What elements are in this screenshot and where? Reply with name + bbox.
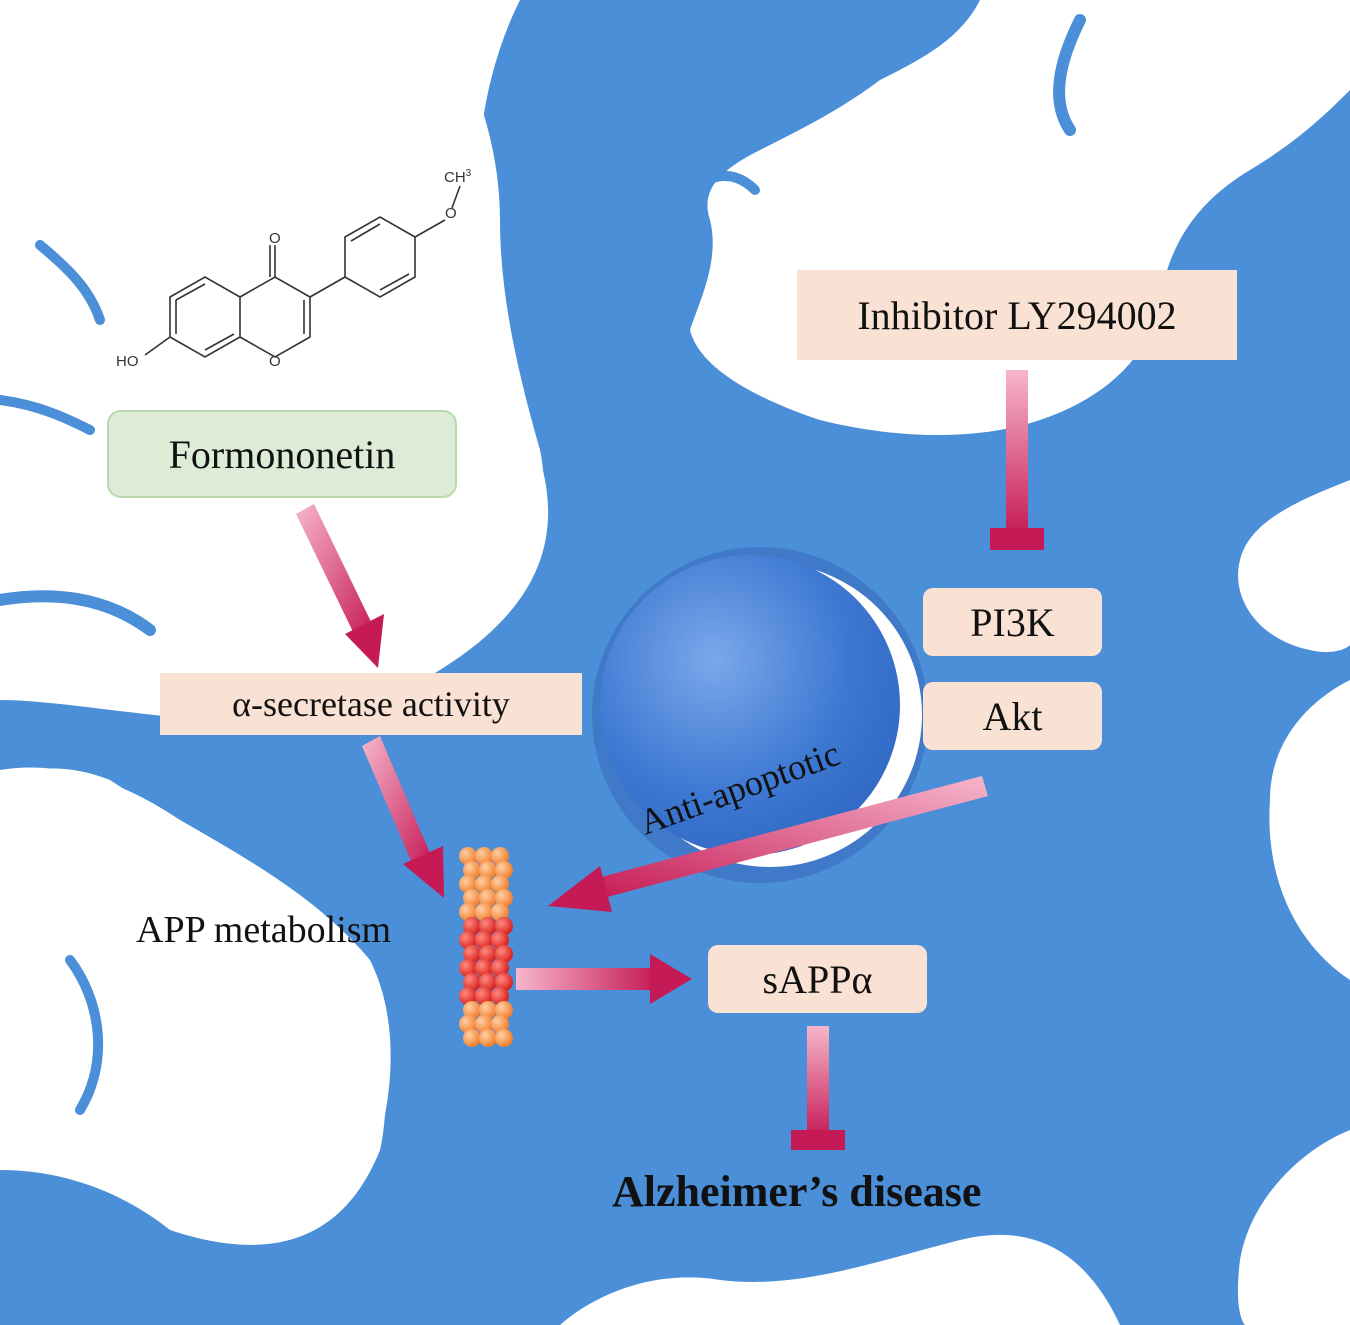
formononetin-box: Formononetin	[107, 410, 457, 498]
bead-orange	[463, 1001, 481, 1019]
process-1	[35, 240, 105, 325]
sappa-to-ad-inhibition	[791, 1026, 845, 1150]
bead-orange	[475, 903, 493, 921]
bead-red	[459, 931, 477, 949]
bead-orange	[475, 875, 493, 893]
app-metabolism-label: APP metabolism	[136, 909, 392, 951]
alpha-secretase-label: α-secretase activity	[232, 684, 510, 724]
inhibitor-box: Inhibitor LY294002	[797, 270, 1237, 360]
cavity-right-mid	[1238, 480, 1350, 653]
bead-orange	[463, 861, 481, 879]
bead-red	[459, 987, 477, 1005]
bead-orange	[479, 889, 497, 907]
bead-orange	[495, 861, 513, 879]
akt-box: Akt	[923, 682, 1102, 750]
hydroxyl-label: HO	[116, 353, 139, 370]
secretase-to-app-arrow	[362, 736, 444, 898]
carbonyl-oxygen-label: O	[269, 230, 281, 247]
bead-orange	[495, 1001, 513, 1019]
akt-to-app-arrow	[548, 776, 988, 912]
cavity-top-left	[0, 0, 544, 656]
bead-red	[463, 917, 481, 935]
bead-orange	[475, 847, 493, 865]
bead-red	[475, 959, 493, 977]
formononetin-structure	[144, 185, 461, 358]
bead-orange	[479, 1001, 497, 1019]
bead-orange	[459, 875, 477, 893]
bead-red	[491, 959, 509, 977]
inhibitor-label: Inhibitor LY294002	[857, 292, 1177, 338]
cavity-bottom-right	[1237, 1130, 1350, 1325]
bead-red	[479, 973, 497, 991]
cavity-left	[0, 767, 391, 1238]
process-6	[0, 395, 95, 435]
alzheimers-disease-label: Alzheimer’s disease	[612, 1167, 982, 1216]
app-protein-beads	[459, 847, 513, 1047]
bead-orange	[459, 1015, 477, 1033]
bead-orange	[479, 861, 497, 879]
bead-red	[459, 959, 477, 977]
bead-orange	[463, 1029, 481, 1047]
nucleus	[592, 547, 928, 883]
pi3k-label: PI3K	[970, 599, 1055, 645]
bead-orange	[491, 847, 509, 865]
formononetin-label: Formononetin	[168, 431, 396, 477]
app-to-sappa-arrow	[516, 954, 692, 1004]
process-2	[0, 590, 156, 636]
cavity-right	[1269, 680, 1350, 980]
bead-red	[495, 973, 513, 991]
bead-orange	[495, 1029, 513, 1047]
bead-orange	[495, 889, 513, 907]
methoxy-oxygen-label: O	[445, 205, 457, 222]
inhibitor-to-pi3k-inhibition	[990, 370, 1044, 550]
sappa-box: sAPPα	[708, 945, 927, 1013]
sappa-label: sAPPα	[762, 956, 873, 1002]
akt-label: Akt	[982, 693, 1043, 739]
bead-red	[463, 973, 481, 991]
bead-orange	[459, 847, 477, 865]
process-5	[615, 75, 649, 165]
bead-red	[475, 987, 493, 1005]
bead-orange	[463, 889, 481, 907]
bead-red	[475, 931, 493, 949]
bead-red	[479, 945, 497, 963]
bead-orange	[459, 903, 477, 921]
bead-red	[491, 931, 509, 949]
process-7	[695, 170, 760, 195]
bead-red	[491, 987, 509, 1005]
process-4	[1053, 14, 1086, 136]
ring-oxygen-label: O	[269, 353, 281, 370]
bead-red	[495, 917, 513, 935]
nucleus-sphere	[600, 555, 900, 855]
bead-orange	[491, 903, 509, 921]
bead-orange	[491, 1015, 509, 1033]
cavity-bottom	[560, 1234, 1120, 1325]
bead-red	[479, 917, 497, 935]
bead-orange	[475, 1015, 493, 1033]
bead-red	[495, 945, 513, 963]
pi3k-box: PI3K	[923, 588, 1102, 656]
bead-orange	[479, 1029, 497, 1047]
methyl-label: CH3	[444, 168, 472, 186]
bead-red	[463, 945, 481, 963]
bead-orange	[491, 875, 509, 893]
formononetin-to-secretase-arrow	[296, 504, 384, 668]
process-3	[65, 955, 104, 1115]
alpha-secretase-box: α-secretase activity	[160, 673, 582, 735]
